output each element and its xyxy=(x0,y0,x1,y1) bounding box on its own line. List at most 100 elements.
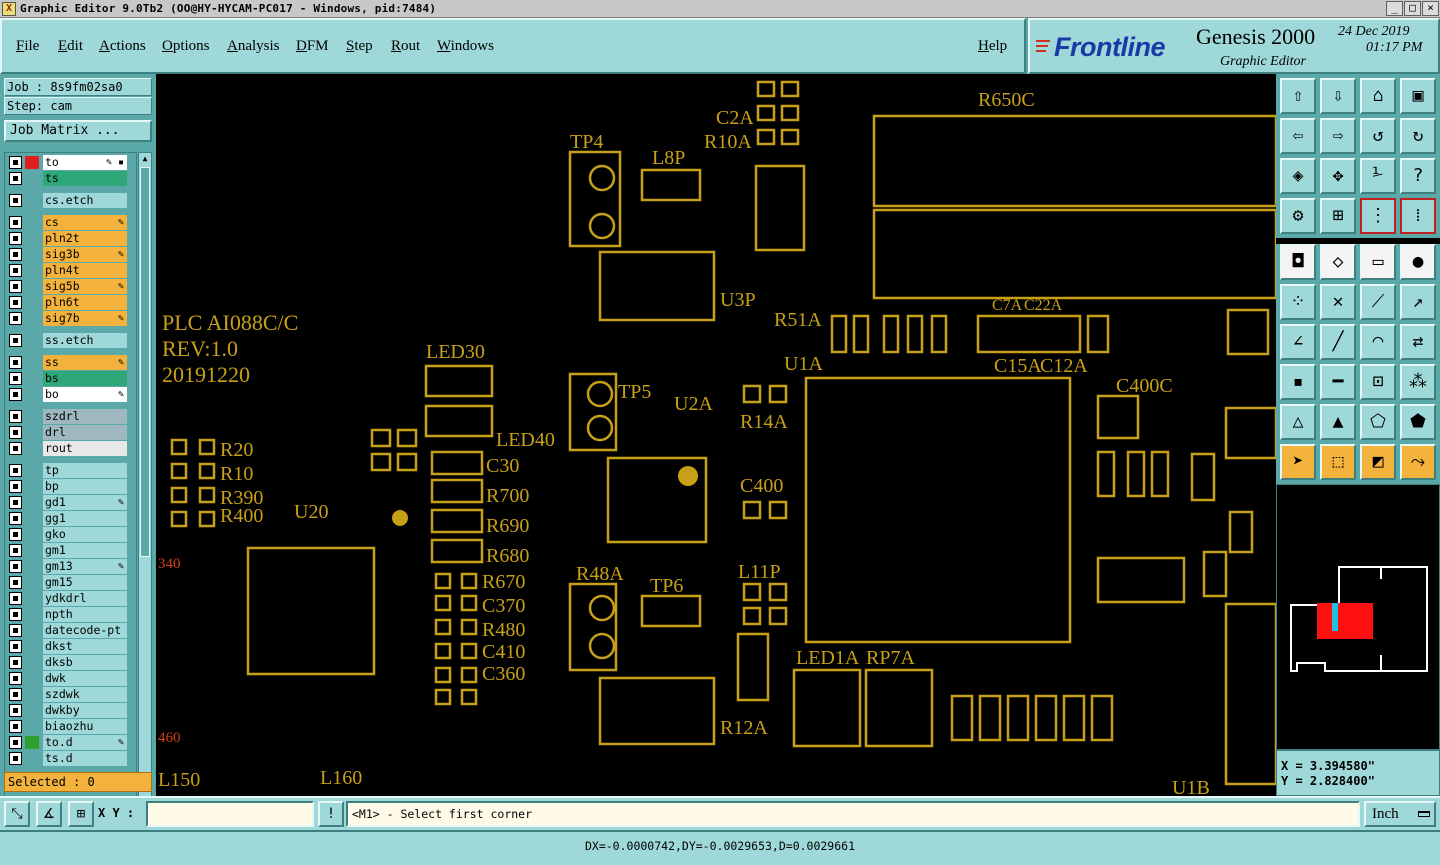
menu-help[interactable]: Help xyxy=(978,38,1008,54)
layer-checkbox[interactable] xyxy=(9,194,22,207)
layer-name[interactable]: datecode-pt xyxy=(43,623,127,638)
layer-name[interactable]: sig3b✎ xyxy=(43,247,127,262)
overview-map[interactable] xyxy=(1276,484,1440,750)
layer-name[interactable]: dkst xyxy=(43,639,127,654)
layer-checkbox[interactable] xyxy=(9,720,22,733)
layer-name[interactable]: to✎ ▪ xyxy=(43,155,127,170)
layer-checkbox[interactable] xyxy=(9,312,22,325)
layer-name[interactable]: dksb xyxy=(43,655,127,670)
layer-name[interactable]: bo✎ xyxy=(43,387,127,402)
layer-row[interactable]: pln6t xyxy=(7,295,129,310)
layer-color-swatch[interactable] xyxy=(25,736,39,749)
segment-icon[interactable]: ━ xyxy=(1320,364,1356,400)
layer-checkbox[interactable] xyxy=(9,356,22,369)
layer-name[interactable]: szdwk xyxy=(43,687,127,702)
help-icon[interactable]: ? xyxy=(1400,158,1436,194)
layer-name[interactable]: gd1✎ xyxy=(43,495,127,510)
zoom-in-icon[interactable]: ⇩ xyxy=(1320,78,1356,114)
layer-row[interactable]: gm1 xyxy=(7,543,129,558)
menu-options[interactable]: Options xyxy=(162,38,210,54)
layer-row[interactable]: cs✎ xyxy=(7,215,129,230)
layer-checkbox[interactable] xyxy=(9,264,22,277)
layer-row[interactable]: dksb xyxy=(7,655,129,670)
layer-name[interactable]: gm1 xyxy=(43,543,127,558)
select-poly-icon[interactable]: ◇ xyxy=(1320,244,1356,280)
measure-tool-icon[interactable]: ⤡ xyxy=(4,801,30,827)
polygon-icon[interactable]: ⬠ xyxy=(1360,404,1396,440)
job-matrix-button[interactable]: Job Matrix ... xyxy=(4,120,152,142)
menu-dfm[interactable]: DFM xyxy=(296,38,329,54)
layer-name[interactable]: gm15 xyxy=(43,575,127,590)
layer-row[interactable]: dkst xyxy=(7,639,129,654)
layer-row[interactable]: ydkdrl xyxy=(7,591,129,606)
layer-name[interactable]: cs.etch xyxy=(43,193,127,208)
layer-checkbox[interactable] xyxy=(9,688,22,701)
layer-row[interactable]: gm15 xyxy=(7,575,129,590)
layer-scrollbar[interactable]: ▲ ▼ xyxy=(138,152,152,842)
unit-select[interactable]: Inch xyxy=(1364,801,1436,827)
layer-row[interactable]: gg1 xyxy=(7,511,129,526)
layer-checkbox[interactable] xyxy=(9,426,22,439)
pad-icon[interactable]: ◘ xyxy=(1280,244,1316,280)
redo-view-icon[interactable]: ↻ xyxy=(1400,118,1436,154)
menu-actions[interactable]: Actions xyxy=(99,38,146,54)
layer-row[interactable]: gko xyxy=(7,527,129,542)
layer-checkbox[interactable] xyxy=(9,172,22,185)
close-button[interactable]: × xyxy=(1422,1,1439,16)
menu-analysis[interactable]: Analysis xyxy=(227,38,280,54)
layer-name[interactable]: gg1 xyxy=(43,511,127,526)
measure-icon[interactable]: ⊡ xyxy=(1360,364,1396,400)
snap-grid-icon[interactable]: ⁞ xyxy=(1400,198,1436,234)
layer-checkbox[interactable] xyxy=(9,592,22,605)
layer-row[interactable]: dwkby xyxy=(7,703,129,718)
mirror-icon[interactable]: ⇄ xyxy=(1400,324,1436,360)
layer-checkbox[interactable] xyxy=(9,334,22,347)
pcb-layout[interactable]: PLC AI088C/C REV:1.0 20191220 xyxy=(156,74,1276,796)
cross-icon[interactable]: ✕ xyxy=(1320,284,1356,320)
layer-name[interactable]: ydkdrl xyxy=(43,591,127,606)
layer-checkbox[interactable] xyxy=(9,388,22,401)
layer-checkbox[interactable] xyxy=(9,496,22,509)
layer-checkbox[interactable] xyxy=(9,624,22,637)
grid-snap-icon[interactable]: ⊞ xyxy=(68,801,94,827)
layer-checkbox[interactable] xyxy=(9,704,22,717)
layer-name[interactable]: npth xyxy=(43,607,127,622)
home-icon[interactable]: ⌂ xyxy=(1360,78,1396,114)
layer-name[interactable]: pln2t xyxy=(43,231,127,246)
ratio-icon[interactable]: ⅟ xyxy=(1360,158,1396,194)
layer-row[interactable]: gm13✎ xyxy=(7,559,129,574)
triangle-icon[interactable]: △ xyxy=(1280,404,1316,440)
layer-name[interactable]: ts xyxy=(43,171,127,186)
maximize-button[interactable]: □ xyxy=(1404,1,1421,16)
pan-right-icon[interactable]: ⇨ xyxy=(1320,118,1356,154)
layer-name[interactable]: pln4t xyxy=(43,263,127,278)
polygon-alt-icon[interactable]: ⬟ xyxy=(1400,404,1436,440)
layer-name[interactable]: bp xyxy=(43,479,127,494)
pointer-icon[interactable]: ➤ xyxy=(1280,444,1316,480)
pointer-box-icon[interactable]: ⬚ xyxy=(1320,444,1356,480)
grid-icon[interactable]: ⊞ xyxy=(1320,198,1356,234)
line-icon[interactable]: ⟋ xyxy=(1360,284,1396,320)
layer-color-swatch[interactable] xyxy=(25,156,39,169)
layer-name[interactable]: ts.d xyxy=(43,751,127,766)
layer-checkbox[interactable] xyxy=(9,608,22,621)
snap-icon[interactable]: ⋮ xyxy=(1360,198,1396,234)
layer-row[interactable]: ts xyxy=(7,171,129,186)
layer-name[interactable]: ss.etch xyxy=(43,333,127,348)
layer-checkbox[interactable] xyxy=(9,528,22,541)
alert-icon[interactable]: ! xyxy=(318,801,344,827)
layer-row[interactable]: bs xyxy=(7,371,129,386)
xy-input[interactable] xyxy=(146,801,314,827)
layer-name[interactable]: sig5b✎ xyxy=(43,279,127,294)
layer-name[interactable]: dwk xyxy=(43,671,127,686)
layer-row[interactable]: rout xyxy=(7,441,129,456)
menu-windows[interactable]: Windows xyxy=(437,38,494,54)
menu-edit[interactable]: Edit xyxy=(58,38,84,54)
layer-checkbox[interactable] xyxy=(9,640,22,653)
layer-checkbox[interactable] xyxy=(9,232,22,245)
angle-icon[interactable]: ∠ xyxy=(1280,324,1316,360)
slash-icon[interactable]: ╱ xyxy=(1320,324,1356,360)
layer-name[interactable]: biaozhu xyxy=(43,719,127,734)
layer-row[interactable]: sig3b✎ xyxy=(7,247,129,262)
zoom-home-icon[interactable]: ⇧ xyxy=(1280,78,1316,114)
